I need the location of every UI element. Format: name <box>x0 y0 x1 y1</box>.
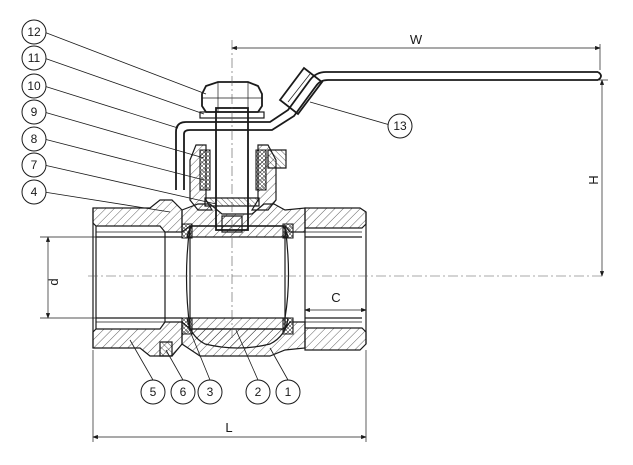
callout-12-label: 12 <box>27 25 41 39</box>
handle-grip <box>278 66 324 116</box>
thread-length-label: C <box>331 290 340 305</box>
callout-13-label: 13 <box>393 119 407 133</box>
callout-8-label: 8 <box>31 132 38 146</box>
leader-9 <box>43 111 205 159</box>
callout-10: 10 <box>21 73 47 99</box>
ball <box>185 225 290 330</box>
leader-1 <box>269 347 289 381</box>
right-port-upper-wall <box>304 207 367 229</box>
callout-7: 7 <box>21 152 47 178</box>
leader-8 <box>43 138 205 181</box>
handle-lever-lower <box>183 79 598 190</box>
body-gasket <box>159 341 173 357</box>
callout-9-label: 9 <box>31 105 38 119</box>
leader-13 <box>309 101 391 126</box>
callout-10-label: 10 <box>27 79 41 93</box>
callout-9: 9 <box>21 99 47 125</box>
callout-1: 1 <box>275 379 301 405</box>
length-label: L <box>225 420 232 435</box>
callout-5-label: 5 <box>150 385 157 399</box>
part-callouts: 12 11 10 9 8 7 4 13 <box>21 19 413 405</box>
packing-nut <box>267 149 287 169</box>
callout-7-label: 7 <box>31 158 38 172</box>
stem-nut <box>201 81 263 113</box>
leader-4 <box>43 191 171 213</box>
leader-5 <box>129 339 154 381</box>
callout-6-label: 6 <box>180 385 187 399</box>
callout-3: 3 <box>197 379 223 405</box>
right-seat-lower <box>282 317 294 335</box>
valve-body <box>92 199 367 357</box>
handle-lever <box>175 71 598 190</box>
dimension-annotations: W H d C L <box>40 32 608 442</box>
leader-12 <box>43 31 207 95</box>
width-label: W <box>410 32 423 47</box>
callout-4-label: 4 <box>31 185 38 199</box>
leader-7 <box>43 164 217 205</box>
callout-3-label: 3 <box>207 385 214 399</box>
gland-packing-right <box>255 149 267 191</box>
callout-8: 8 <box>21 126 47 152</box>
callout-12: 12 <box>21 19 47 45</box>
bore-label: d <box>46 278 61 285</box>
callout-4: 4 <box>21 179 47 205</box>
stem-assembly <box>175 66 602 233</box>
right-seat-upper <box>282 223 294 239</box>
leader-6 <box>165 349 184 381</box>
grip-line <box>287 73 311 103</box>
leader-10 <box>43 85 179 129</box>
leader-3 <box>187 325 211 381</box>
callout-2: 2 <box>245 379 271 405</box>
leader-11 <box>43 57 205 115</box>
left-port-upper-wall <box>92 199 183 233</box>
callout-11: 11 <box>21 45 47 71</box>
callout-2-label: 2 <box>255 385 262 399</box>
handle-end <box>597 71 602 81</box>
callout-5: 5 <box>140 379 166 405</box>
height-label: H <box>586 175 601 184</box>
callout-6: 6 <box>170 379 196 405</box>
right-port-lower-wall <box>304 327 367 351</box>
callout-leaders <box>43 31 391 381</box>
callout-13: 13 <box>387 113 413 139</box>
callout-1-label: 1 <box>285 385 292 399</box>
gland-packing-left <box>199 149 211 191</box>
leader-2 <box>235 329 259 381</box>
callout-11-label: 11 <box>28 51 41 65</box>
left-seat-upper <box>181 223 193 239</box>
